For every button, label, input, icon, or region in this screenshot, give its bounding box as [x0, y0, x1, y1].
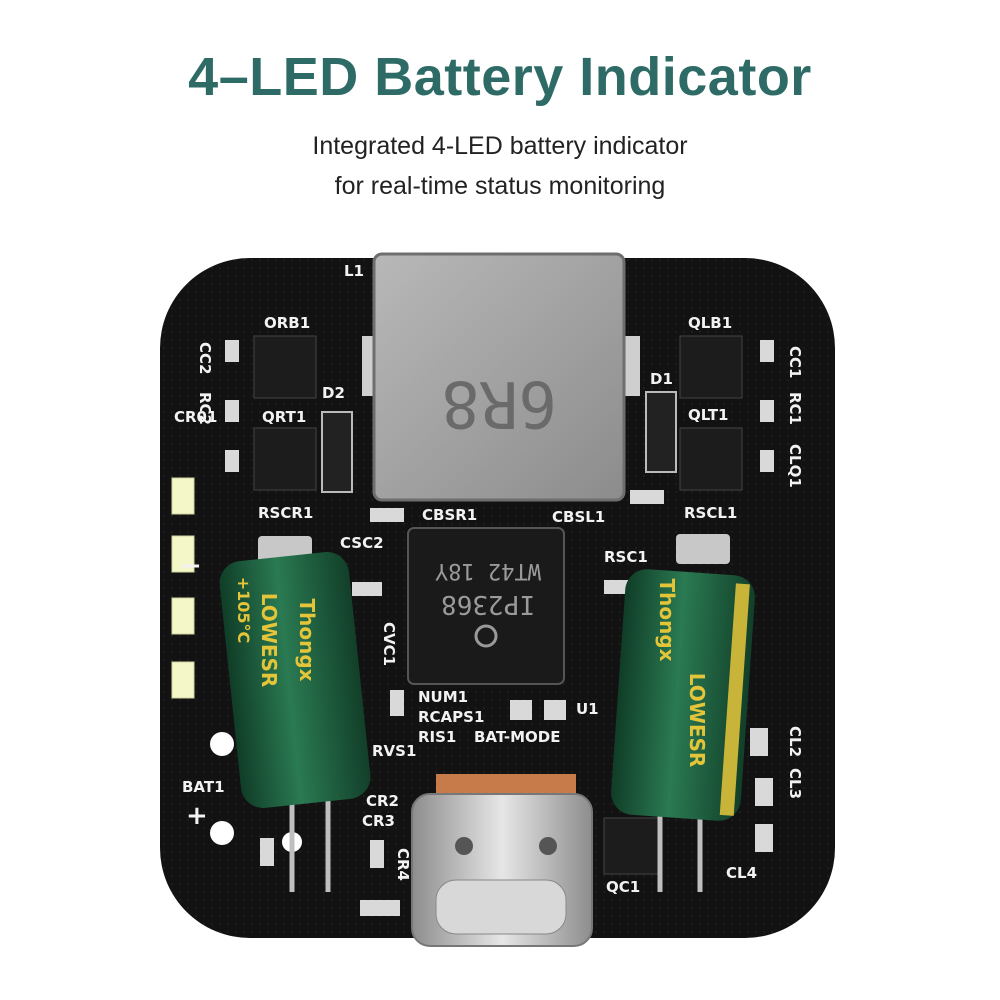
diode-d2: [321, 411, 353, 493]
capacitor-left-rating: +105°C: [234, 577, 253, 644]
silk-minus: −: [180, 551, 202, 581]
silk-qc1: QC1: [606, 878, 640, 896]
mosfet-qlt1: [679, 427, 743, 491]
silk-l1: L1: [344, 262, 364, 280]
silk-num1: NUM1: [418, 688, 468, 706]
silk-d2: D2: [322, 384, 345, 402]
silk-cl3: CL3: [786, 768, 804, 799]
silk-u1: U1: [576, 700, 599, 718]
silk-cc2: CC2: [196, 342, 214, 374]
ic-marking-2: IP2368: [441, 589, 535, 619]
silk-cr3: CR3: [362, 812, 395, 830]
silk-rc2: RC2: [196, 392, 214, 425]
silk-cc1: CC1: [786, 346, 804, 378]
mounting-hole: [210, 732, 234, 756]
silk-cr2: CR2: [366, 792, 399, 810]
silk-d1: D1: [650, 370, 673, 388]
silk-qlt1: QLT1: [688, 406, 729, 424]
silk-rscl1: RSCL1: [684, 504, 737, 522]
silk-cbsl1: CBSL1: [552, 508, 605, 526]
capacitor-right-text: LOWESR: [685, 673, 709, 768]
mosfet-qc1: [603, 817, 661, 875]
battery-led-3: [171, 597, 195, 635]
mosfet-orb1: [253, 335, 317, 399]
subtitle-line-1: Integrated 4-LED battery indicator: [312, 132, 688, 160]
silk-orb1: ORB1: [264, 314, 310, 332]
silk-cbsr1: CBSR1: [422, 506, 477, 524]
mounting-hole: [210, 821, 234, 845]
silk-rscr1: RSCR1: [258, 504, 313, 522]
mosfet-qrt1: [253, 427, 317, 491]
inductor-pad: [624, 336, 640, 396]
silk-cvc1: CVC1: [380, 622, 398, 666]
main-ic: [407, 527, 565, 685]
capacitor-right-brand: Thongx: [655, 578, 679, 661]
smd-components: [225, 340, 774, 916]
page-title: 4–LED Battery Indicator: [188, 47, 812, 107]
silk-cr01: CR01: [174, 408, 217, 426]
capacitor-left: [219, 552, 371, 808]
ic-marking-1: WT42 18Y: [435, 558, 541, 583]
subtitle-line-2: for real-time status monitoring: [334, 172, 666, 200]
capacitor-left-brand: Thongx: [295, 598, 319, 681]
mosfet-qlb1: [679, 335, 743, 399]
silk-rcaps1: RCAPS1: [418, 708, 484, 726]
capacitor-left-text: LOWESR: [257, 593, 281, 688]
silk-rc1: RC1: [786, 392, 804, 425]
silk-batmode: BAT-MODE: [474, 728, 561, 746]
battery-led-1: [171, 477, 195, 515]
capacitor-right-top-cap: [676, 534, 730, 564]
silk-ris1: RIS1: [418, 728, 456, 746]
battery-led-array: [171, 477, 195, 699]
diode-d1: [645, 391, 677, 473]
silk-clq1: CLQ1: [786, 444, 804, 488]
silk-cl2: CL2: [786, 726, 804, 757]
inductor-marking: 6R8: [441, 366, 557, 440]
silk-cl4: CL4: [726, 864, 757, 882]
usb-c-pads: [436, 774, 576, 796]
silk-qlb1: QLB1: [688, 314, 732, 332]
battery-led-2: [171, 535, 195, 573]
silk-rsc1: RSC1: [604, 548, 648, 566]
silk-cr4: CR4: [394, 848, 412, 881]
capacitor-right: [611, 569, 755, 821]
silk-plus: +: [186, 801, 208, 831]
inductor: [372, 252, 626, 502]
battery-led-4: [171, 661, 195, 699]
silk-rvs1: RVS1: [372, 742, 416, 760]
silk-qrt1: QRT1: [262, 408, 306, 426]
silk-bat1: BAT1: [182, 778, 225, 796]
silk-csc2: CSC2: [340, 534, 384, 552]
